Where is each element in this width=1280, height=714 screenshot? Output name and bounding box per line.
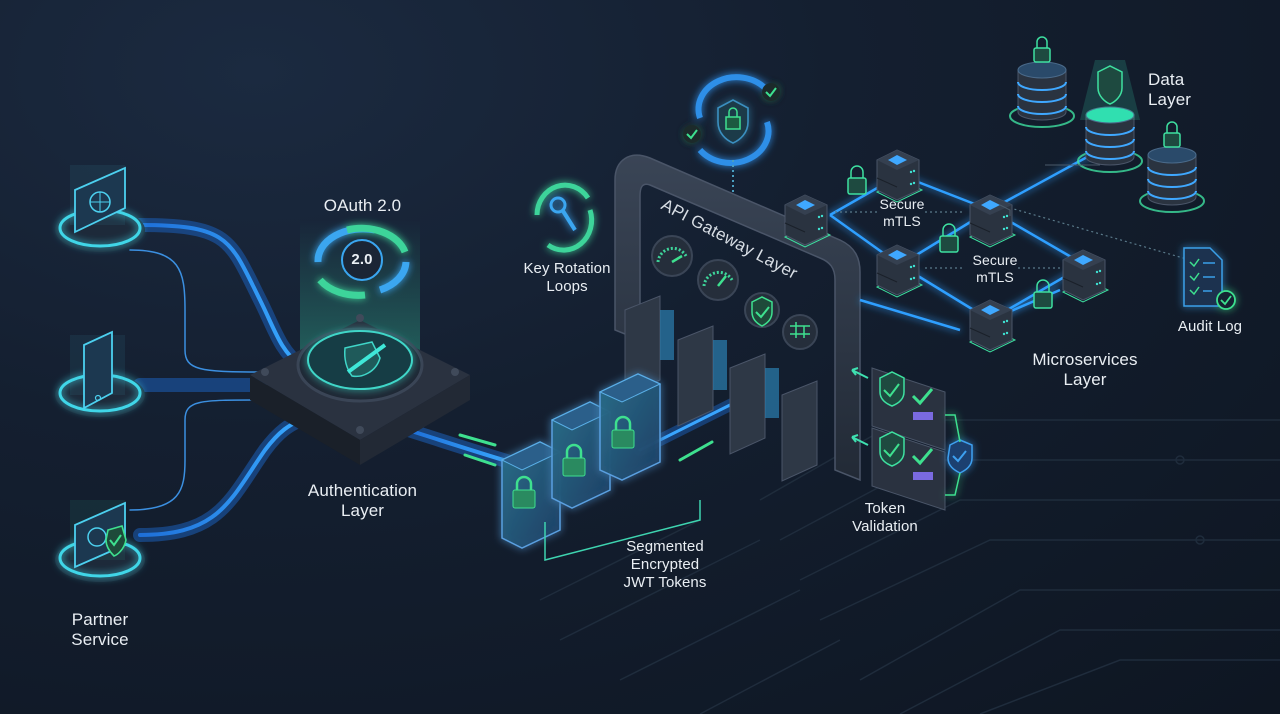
lock-icon (1163, 121, 1181, 148)
label-line: JWT Tokens (623, 574, 707, 591)
data-layer-label: Data Layer (1148, 70, 1198, 110)
lock-icon (847, 165, 867, 195)
lock-icon (512, 489, 536, 509)
label-line: mTLS (976, 269, 1014, 285)
label-line: Layer (1148, 90, 1192, 109)
label-line: Layer (1063, 370, 1107, 389)
audit-log-label: Audit Log (1177, 318, 1243, 335)
mtls-label-1: Secure mTLS (872, 196, 932, 230)
client-mobile[interactable] (55, 330, 145, 417)
gateway-turnstiles (624, 295, 818, 482)
label-line: Secure (972, 252, 1018, 268)
mtls-label-2: Secure mTLS (965, 252, 1025, 286)
oauth-badge-circle (341, 239, 383, 281)
rotation-shield-icon (683, 74, 780, 166)
databases (1009, 36, 1205, 213)
oauth-version-badge: 2.0 (351, 251, 373, 268)
smartphone-icon (83, 330, 113, 410)
audit-log-icon (1183, 247, 1236, 310)
microservices-layer-label: Microservices Layer (1020, 350, 1150, 390)
partner-service-label: Partner Service (50, 610, 150, 650)
label-line: Segmented (626, 538, 704, 555)
database-cylinder (1077, 106, 1143, 173)
label-line: Microservices (1032, 350, 1138, 369)
db-shield-icon (1097, 65, 1123, 105)
label-line: Data (1148, 70, 1185, 89)
mtls-locks (847, 165, 1053, 309)
microservice-server-node (783, 194, 832, 248)
jwt-bracket (544, 500, 701, 561)
label-line: Encrypted (630, 556, 700, 573)
label-line: Authentication (307, 481, 418, 500)
gateway-gauge-1 (651, 235, 693, 277)
client-data-pipes (129, 218, 746, 542)
label-line: Secure (879, 196, 925, 212)
token-validation-card-1 (871, 367, 946, 451)
microservice-server-node (1061, 249, 1110, 303)
key-rotation-label: Key Rotation Loops (512, 260, 622, 296)
jwt-token-3 (598, 373, 662, 481)
lock-icon (562, 457, 586, 477)
database-cylinder (1009, 36, 1075, 128)
gateway-shield-check (744, 292, 780, 328)
lock-icon (1033, 279, 1053, 309)
database-cylinder (1139, 121, 1205, 213)
label-line: Service (71, 630, 129, 649)
client-web-browser[interactable] (55, 165, 145, 252)
label-line: Token (864, 500, 906, 517)
label-line: mTLS (883, 213, 921, 229)
token-validation-label: Token Validation (830, 500, 940, 536)
microservice-server-node (968, 194, 1017, 248)
microservice-nodes (783, 149, 1110, 353)
client-partner-service[interactable] (55, 500, 145, 582)
mtls-links (829, 148, 1101, 332)
microservice-server-node (875, 149, 924, 203)
validation-shield-icon (945, 414, 973, 496)
authentication-layer-label: Authentication Layer (290, 481, 435, 521)
label-line: Key Rotation (523, 260, 611, 277)
key-rotation-icon (534, 182, 595, 253)
lock-icon (1033, 36, 1051, 63)
label-line: Partner (71, 610, 129, 629)
token-validation-card-2 (871, 427, 946, 511)
microservice-server-node (875, 244, 924, 298)
circuit-traces (539, 419, 1280, 714)
gateway-gauge-2 (697, 259, 739, 301)
jwt-token-1 (500, 441, 562, 549)
microservice-server-node (968, 299, 1017, 353)
lock-icon (939, 223, 959, 253)
oauth-label: OAuth 2.0 (323, 196, 402, 215)
oauth-cycle-icon (314, 224, 410, 299)
label-line: Validation (852, 518, 918, 535)
db-connectors (999, 164, 1100, 216)
label-line: Loops (546, 278, 588, 295)
label-line: Layer (340, 501, 385, 520)
validation-arrows (851, 367, 869, 446)
authentication-device (250, 314, 470, 465)
gateway-flow-icon (782, 314, 818, 350)
dashed-links (835, 204, 1191, 269)
jwt-tokens-label: Segmented Encrypted JWT Tokens (610, 538, 720, 592)
lock-icon (611, 429, 635, 449)
